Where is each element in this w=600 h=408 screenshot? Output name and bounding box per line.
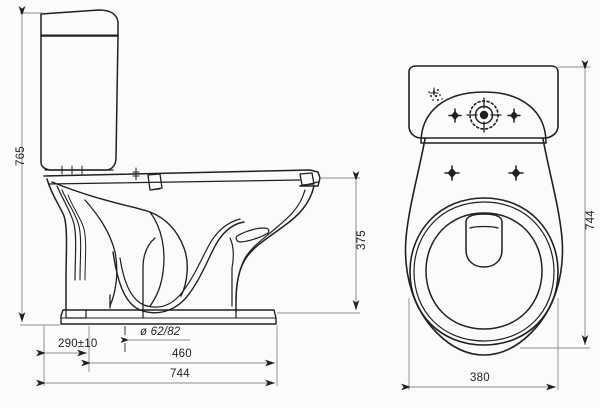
seat-hinge-pin (150, 188, 161, 191)
top-dimension-lines (401, 60, 590, 391)
top-extension-lines (408, 66, 590, 390)
fixing-hole-icon-right (508, 165, 524, 181)
pan-right-pedestal-rib (229, 237, 234, 307)
side-elevation-view (40, 9, 321, 325)
plan-bowl-opening (425, 212, 543, 330)
plan-water-spot-line (469, 225, 499, 229)
pan-left-pedestal-inner1 (56, 185, 77, 281)
pan-left-pedestal-inner2 (61, 189, 82, 281)
dimension-765-label: 765 (15, 146, 27, 166)
cistern-mark-left-diamond (451, 111, 459, 120)
spray-mark-icon (428, 87, 443, 101)
pan-left-pedestal-outer (46, 178, 68, 311)
dimension-outlet-diameter-label: ø 62/82 (140, 326, 181, 338)
cistern-mark-right-diamond (510, 111, 518, 120)
flush-button-crosshair (466, 97, 502, 133)
flush-button-icon[interactable] (466, 97, 502, 133)
seat-hinge-bolt (132, 167, 140, 181)
cistern-bolt-marks (58, 165, 86, 175)
cistern-lid-outline (40, 9, 119, 37)
pan-rim-top (43, 169, 321, 187)
pedestal-center-foot (142, 237, 156, 313)
plan-cistern-dome (420, 91, 547, 144)
pan-right-pedestal-slot (235, 227, 270, 243)
pan-left-pedestal-inner3 (67, 194, 87, 281)
bowl-trapway-outer (112, 221, 245, 314)
pan-base-plinth (60, 309, 277, 325)
bowl-interior-curve (51, 181, 188, 297)
bowl-trapway-inner (119, 218, 241, 308)
plan-cistern-lid (408, 65, 559, 139)
bowl-left-skirt (84, 199, 118, 307)
plan-water-spot (465, 213, 503, 268)
plan-pan-outline (404, 138, 564, 356)
bowl-interior-curve2 (149, 211, 165, 307)
side-dimension-lines (18, 6, 360, 387)
pan-rim-under (48, 179, 301, 185)
dimension-460-label: 460 (172, 348, 192, 360)
plan-bowl-rim-outer (409, 197, 559, 346)
pan-rim-lug (299, 172, 315, 186)
plan-bowl-rim-outer-shadow (413, 201, 555, 342)
fixing-hole-icon-left (444, 165, 460, 181)
dimension-380-label: 380 (470, 372, 490, 384)
dimension-290-label: 290±10 (58, 338, 98, 350)
seat-hinge-block (147, 173, 163, 191)
pan-right-pedestal-inner (235, 189, 306, 301)
flush-button-core (479, 110, 489, 120)
fixing-holes (444, 165, 524, 181)
dimension-375-label: 375 (356, 230, 368, 250)
dimension-744-plan-label: 744 (585, 210, 597, 230)
cistern-side-marks (448, 108, 521, 123)
top-plan-view (404, 65, 564, 356)
dimension-744-label: 744 (170, 368, 190, 380)
